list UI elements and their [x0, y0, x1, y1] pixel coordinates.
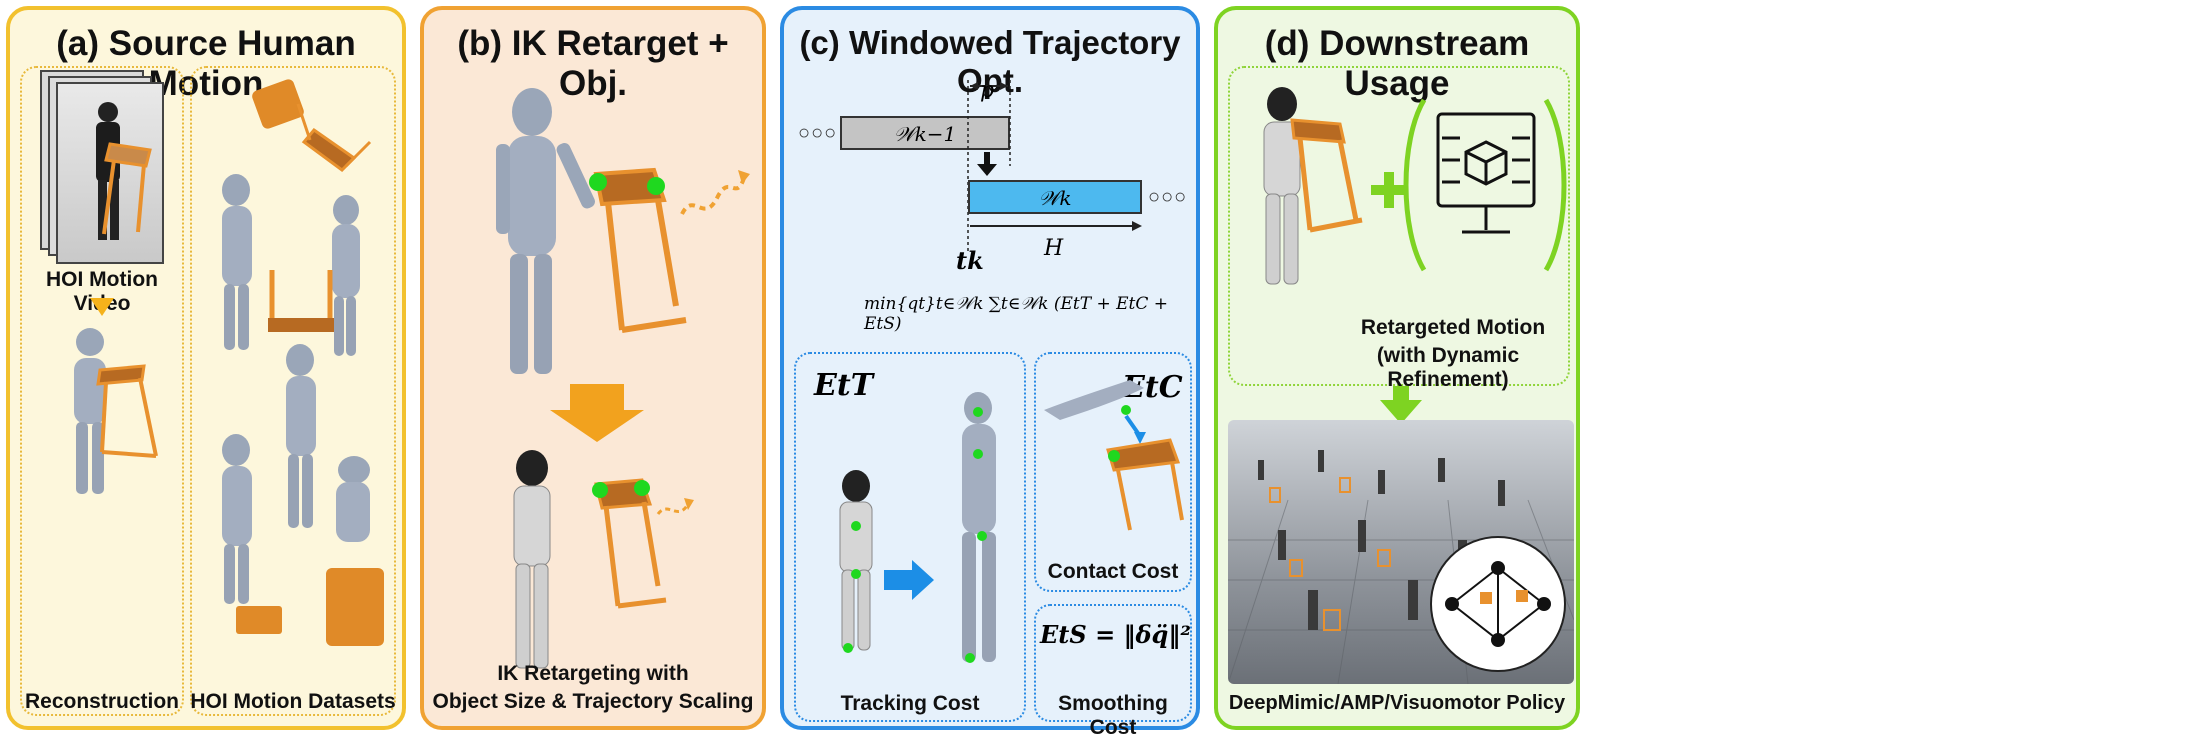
panel-windowed-trajectory: (c) Windowed Trajectory Opt. ○○○ 𝒲k−1 p … — [780, 6, 1200, 739]
panel-d-frame: (d) Downstream Usage — [1214, 6, 1580, 730]
tracking-illustration — [839, 392, 996, 663]
panel-ik-retarget: (b) IK Retarget + Obj. IK Retargeting wi… — [420, 6, 766, 730]
ellipsis-left: ○○○ — [798, 122, 838, 144]
shift-down-arrow-icon — [977, 164, 997, 176]
contact-illustration — [1044, 380, 1184, 531]
contact-point-right — [647, 177, 665, 195]
retarget-illustration — [1263, 87, 1567, 285]
person-with-chair-photo — [96, 102, 152, 240]
ik-retarget-illustration — [496, 88, 750, 669]
tracking-subpanel — [794, 352, 1026, 722]
video-frame — [56, 82, 164, 264]
panel-a-title: (a) Source Human Motion — [56, 24, 356, 103]
smoothing-formula: EtS = ‖δq̈‖² — [1040, 620, 1191, 649]
ik-caption-line1: IK Retargeting with — [497, 662, 689, 685]
panel-d-title: (d) Downstream Usage — [1264, 24, 1530, 103]
big-down-arrow-icon — [550, 384, 644, 442]
video-subpanel — [20, 66, 184, 716]
tracking-label: Tracking Cost — [840, 692, 980, 715]
simulation-scene — [1228, 420, 1574, 684]
tracking-arrow-icon — [884, 560, 934, 600]
down-arrow-icon — [90, 298, 114, 316]
neural-network-icon — [1445, 561, 1551, 647]
p-label: p — [980, 78, 995, 103]
horizon-arrow — [970, 221, 1142, 231]
window-curr-label: 𝒲k — [1038, 186, 1072, 210]
reconstruction-figure — [74, 328, 158, 494]
smoothing-label: Smoothing Cost — [1058, 692, 1168, 739]
retarget-line2: (with Dynamic Refinement) — [1376, 344, 1520, 391]
contact-point-left — [589, 173, 607, 191]
hoi-dataset-figures — [222, 79, 384, 646]
policy-label: DeepMimic/AMP/Visuomotor Policy — [1228, 692, 1566, 714]
ellipsis-right: ○○○ — [1148, 186, 1188, 208]
simulator-monitor-icon — [1436, 112, 1536, 234]
panel-source-human-motion: (a) Source Human Motion HOI Motion Video — [6, 6, 406, 730]
smoothing-subpanel — [1034, 604, 1192, 722]
reconstruction-label: Reconstruction — [24, 690, 179, 713]
h-label: H — [1044, 236, 1064, 261]
contact-subpanel — [1034, 352, 1192, 592]
panel-c-title: (c) Windowed Trajectory Opt. — [799, 24, 1181, 99]
contact-label: Contact Cost — [1047, 560, 1179, 583]
objective-formula: min{qt}t∈𝒲k ∑t∈𝒲k (EtT + EtC + EtS) — [864, 294, 1169, 334]
panel-b-title: (b) IK Retarget + Obj. — [457, 24, 729, 103]
window-current: 𝒲k — [968, 180, 1142, 214]
retarget-subpanel — [1228, 66, 1570, 386]
datasets-label: HOI Motion Datasets — [190, 690, 396, 713]
retarget-line1: Retargeted Motion — [1360, 316, 1546, 339]
tracking-symbol: EtT — [814, 368, 874, 403]
down-arrow-icon-green — [1380, 386, 1422, 424]
t-label: tk — [956, 246, 984, 275]
datasets-subpanel — [190, 66, 396, 716]
panel-downstream-usage: (d) Downstream Usage — [1214, 6, 2194, 730]
policy-network-badge — [1430, 536, 1566, 672]
window-annotations — [967, 80, 1011, 254]
ik-caption-line2: Object Size & Trajectory Scaling — [432, 690, 754, 713]
video-frame-stack — [40, 70, 164, 264]
window-prev: 𝒲k−1 — [840, 116, 1010, 150]
window-prev-label: 𝒲k−1 — [893, 122, 957, 146]
